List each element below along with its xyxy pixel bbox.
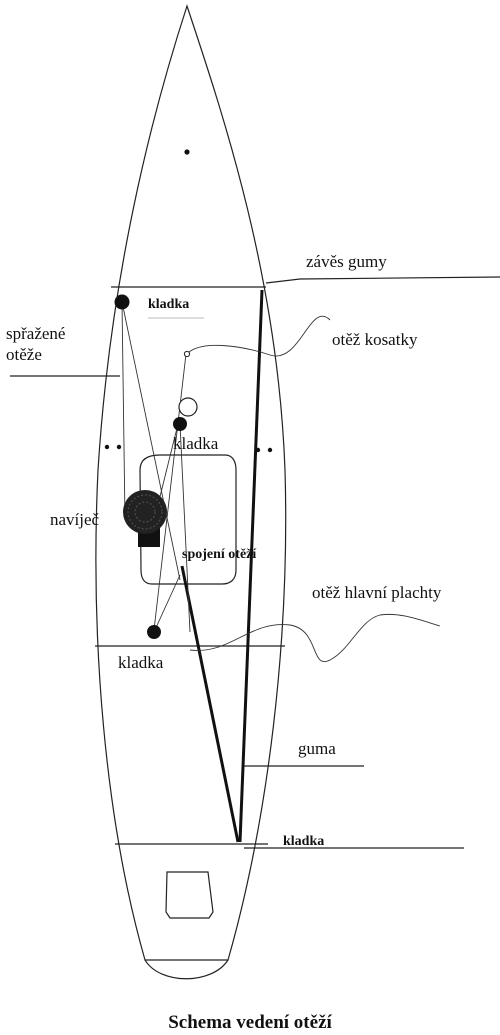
label-navijec: navíječ xyxy=(50,510,100,529)
pulley-top xyxy=(114,294,130,310)
side-dot xyxy=(104,444,110,450)
rubber-line-lower xyxy=(180,565,240,843)
side-dot xyxy=(267,447,273,453)
hull-outline xyxy=(95,4,287,961)
winch-drum xyxy=(123,490,167,534)
bow-mark xyxy=(184,149,190,155)
label-kladka-bottom: kladka xyxy=(283,834,324,849)
label-kladka-top: kladka xyxy=(148,297,189,312)
pointer-zaves-gumy xyxy=(265,276,500,284)
sheet-line xyxy=(121,301,126,521)
label-guma: guma xyxy=(298,739,336,758)
side-dot xyxy=(116,444,122,450)
sheet-line xyxy=(153,574,181,633)
sheet-line xyxy=(179,423,191,633)
pulley-mid-open xyxy=(178,397,198,417)
label-kladka-mid: kladka xyxy=(173,434,219,453)
label-otez-hlavni-plachty: otěž hlavní plachty xyxy=(312,583,442,602)
sheet-line xyxy=(153,353,187,631)
sheet-line xyxy=(121,301,181,581)
label-kladka-low: kladka xyxy=(118,653,164,672)
hull-stern xyxy=(144,959,229,980)
diagram-title: Schema vedení otěží xyxy=(168,1012,332,1033)
jib-sheet-curve xyxy=(186,315,331,357)
winch-texture xyxy=(127,494,163,530)
label-oteze: otěže xyxy=(6,345,42,364)
label-spojeni-otezi: spojení otěží xyxy=(182,547,257,562)
pulley-small xyxy=(183,350,191,358)
main-sheet-curve xyxy=(189,613,441,663)
label-zaves-gumy: závěs gumy xyxy=(306,252,387,271)
label-otez-kosatky: otěž kosatky xyxy=(332,330,418,349)
pulley-low xyxy=(147,625,161,639)
pulley-mid xyxy=(173,417,187,431)
winch-texture xyxy=(134,501,156,523)
label-sprazene: spřažené xyxy=(6,324,65,343)
hatch xyxy=(165,871,214,919)
rubber-line xyxy=(238,289,264,843)
